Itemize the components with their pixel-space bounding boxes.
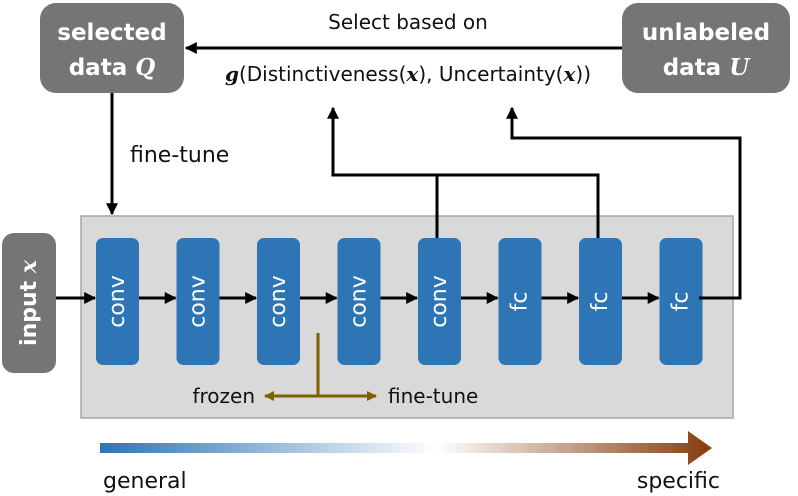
layer-label-2: conv [186,275,211,328]
general-label: general [103,469,187,494]
layer-label-1: conv [105,275,130,328]
layer-conv-3 [257,238,300,365]
var-q: Q [135,54,155,81]
var-u: U [729,54,751,81]
frozen-label: frozen [192,384,255,408]
var-x: x [16,259,42,274]
feedback-arrow-fc3 [506,106,742,300]
input-label: input x [16,259,42,346]
unlabeled-data-line2: data U [663,54,752,81]
layer-fc-7 [579,238,622,365]
specific-label: specific [637,469,720,494]
finetune-top-label: fine-tune [130,143,229,168]
layer-conv-4 [337,238,381,365]
selected-data-line2: data Q [69,54,156,81]
layer-label-4: conv [347,275,372,328]
input-box: input x [2,233,56,373]
selected-data-box: selected data Q [40,3,184,93]
selected-data-line1: selected [57,20,166,46]
layer-conv-1 [96,238,139,365]
layer-label-3: conv [266,275,291,328]
layer-fc-6 [498,238,542,365]
general-specific-gradient [100,431,712,465]
layer-conv-2 [176,238,220,365]
layer-chain: conv conv conv conv conv fc fc fc [56,238,703,365]
layer-label-5: conv [427,275,452,328]
layer-conv-5 [418,238,461,365]
layer-label-6: fc [508,292,533,312]
finetune-bottom-label: fine-tune [388,384,478,408]
feedback-arrow-conv5 [327,106,439,238]
unlabeled-data-line1: unlabeled [642,20,770,46]
feedback-arrow-fc2 [437,173,600,238]
unlabeled-data-box: unlabeled data U [622,3,790,93]
layer-fc-8 [659,238,703,365]
select-caption: Select based on [328,10,488,34]
layer-label-8: fc [669,292,694,312]
criterion-formula: g(Distinctiveness(x), Uncertainty(x)) [225,62,591,86]
layer-label-7: fc [588,292,613,312]
